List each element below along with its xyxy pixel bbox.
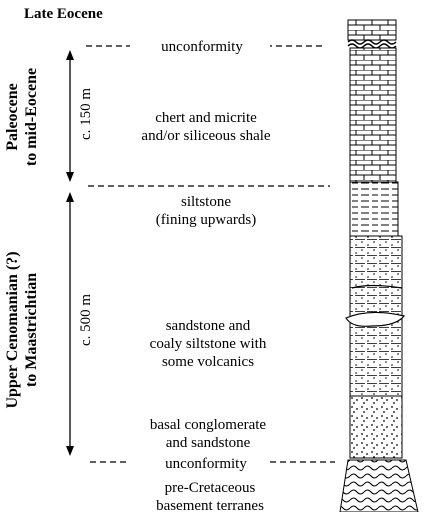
column-basement — [339, 459, 419, 512]
unit-chert-line2: and/or siliceous shale — [141, 128, 270, 144]
unit-sandstone-line2: coaly siltstone with — [150, 336, 267, 352]
unit-sandstone-line1: sandstone and — [166, 318, 251, 334]
period-upper-line2: to mid-Eocene — [23, 68, 40, 166]
period-lower-line2: to Maastrichtian — [23, 273, 40, 387]
title-late-eocene: Late Eocene — [24, 6, 103, 22]
unit-siltstone-line1: siltstone — [181, 194, 231, 210]
upper-unconformity-label: unconformity — [161, 39, 243, 55]
lower-thickness-arrow — [66, 192, 74, 456]
unit-conglomerate-line1: basal conglomerate — [150, 417, 267, 433]
lower-unconformity-label-bg — [130, 453, 270, 471]
column-chert-micrite — [349, 47, 397, 183]
period-lower-line1: Upper Cenomanian (?) — [4, 251, 21, 408]
column-eocene-cap — [347, 19, 397, 41]
lower-thickness-label: c. 500 m — [78, 294, 94, 346]
unit-basement-line2: basement terranes — [156, 498, 264, 512]
unit-chert-line1: chert and micrite — [155, 110, 257, 126]
column-volcanic-lens — [345, 311, 406, 327]
column-conglomerate — [349, 395, 403, 459]
unit-siltstone-line2: (fining upwards) — [156, 212, 256, 228]
upper-unconformity-label-bg — [130, 37, 270, 55]
upper-thickness-label: c. 150 m — [78, 88, 94, 140]
unit-sandstone-line3: some volcanics — [162, 354, 254, 370]
column-siltstone — [349, 181, 399, 237]
column-unconformity-upper — [347, 39, 397, 45]
upper-thickness-arrow — [66, 50, 74, 182]
lower-unconformity-label: unconformity — [165, 456, 247, 472]
unit-basement-line1: pre-Cretaceous — [165, 480, 256, 496]
unit-conglomerate-line2: and sandstone — [166, 435, 251, 451]
strat-column — [339, 19, 419, 512]
period-upper-line1: Paleocene — [4, 83, 21, 151]
